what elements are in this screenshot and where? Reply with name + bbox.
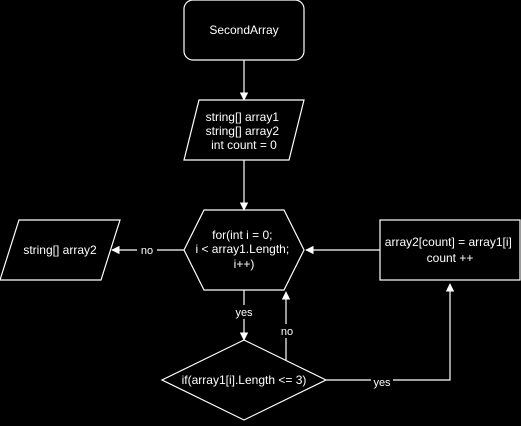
svg-text:array2[count] = array1[i]: array2[count] = array1[i] count ++ [385, 235, 515, 265]
edge-label-loop-yes: yes [235, 307, 253, 319]
node-assign-line-1: array2[count] = array1[i] [385, 235, 512, 249]
edge-condition-yes-to-assign [326, 283, 455, 381]
node-loop-line-1: for(int i = 0; [212, 228, 272, 242]
svg-text:string[] array1 string[]: string[] array1 string[] array2 int coun… [206, 110, 283, 152]
node-assign-line-2: count ++ [427, 251, 474, 265]
node-start: SecondArray [183, 0, 305, 61]
node-declare-line-3: int count = 0 [211, 138, 277, 152]
node-loop-line-2: i < array1.Length; [195, 242, 289, 256]
node-declare-line-2: string[] array2 [206, 124, 280, 138]
node-assign: array2[count] = array1[i] count ++ [379, 219, 521, 281]
node-output: string[] array2 [0, 219, 121, 281]
edge-label-condition-yes: yes [373, 377, 391, 389]
node-start-label: SecondArray [209, 23, 278, 37]
node-loop-line-3: i++) [234, 257, 255, 271]
svg-text:for(int i = 0; i < array: for(int i = 0; i < array1.Length; i++) [195, 228, 292, 271]
node-output-label: string[] array2 [23, 243, 97, 257]
node-declare-line-1: string[] array1 [206, 110, 280, 124]
edge-label-condition-no: no [281, 326, 293, 338]
node-loop: for(int i = 0; i < array1.Length; i++) [183, 209, 305, 291]
node-declare: string[] array1 string[] array2 int coun… [183, 99, 305, 161]
edge-label-loop-no: no [141, 245, 153, 257]
node-condition-label: if(array1[i].Length <= 3) [182, 373, 307, 387]
node-condition: if(array1[i].Length <= 3) [160, 339, 328, 421]
